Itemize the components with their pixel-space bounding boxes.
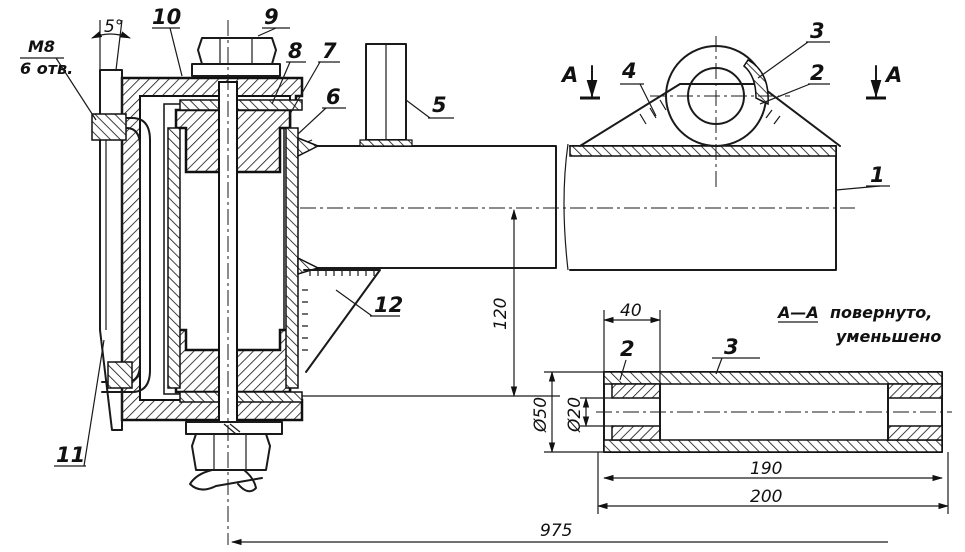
label-3-section: 3 — [724, 335, 739, 359]
label-2: 2 — [810, 61, 825, 85]
main-assembly — [20, 19, 855, 545]
section-title-name: А—А — [776, 303, 819, 322]
liner-left — [167, 127, 181, 389]
leader-4 — [639, 83, 657, 117]
liner-right — [285, 127, 299, 389]
dim-120-text: 120 — [491, 298, 511, 330]
label-1: 1 — [870, 163, 885, 187]
leader-3 — [757, 41, 809, 79]
label-11: 11 — [56, 443, 85, 467]
label-4: 4 — [621, 59, 637, 83]
u-bolt-end-bottom — [107, 361, 133, 389]
eye-weld-hatch — [743, 59, 769, 106]
clamp-plate-left — [99, 69, 123, 431]
dim-200-text: 200 — [750, 487, 782, 507]
leader-2 — [759, 83, 811, 105]
m8-leader-diag — [55, 57, 97, 121]
bushing-left-section-b — [611, 425, 661, 441]
section-a-a — [544, 310, 952, 514]
axle-tube — [311, 145, 557, 269]
beam-break-left — [563, 143, 569, 271]
leader-2-section — [619, 359, 627, 381]
label-7: 7 — [322, 39, 337, 63]
label-3: 3 — [810, 19, 825, 43]
leader-8 — [271, 61, 291, 105]
bolt-head — [197, 37, 277, 65]
label-5: 5 — [432, 93, 447, 117]
leader-6 — [297, 107, 327, 135]
axle-weld-bottom — [297, 256, 321, 276]
axle-weld-top — [297, 136, 320, 158]
castle-nut — [191, 433, 271, 471]
dim-975-text: 975 — [540, 521, 572, 541]
angle-label: 5° — [104, 17, 123, 37]
thread-note-m8: M8 — [28, 37, 55, 56]
bushing-left-section — [611, 383, 661, 399]
u-bolt-end-top — [91, 113, 127, 141]
section-title-line1: повернуто, — [830, 303, 932, 322]
washer-bottom — [179, 391, 303, 403]
tube-wall-bottom — [603, 439, 943, 453]
label-12: 12 — [374, 293, 403, 317]
label-8: 8 — [288, 39, 303, 63]
beam-hatch-top — [569, 145, 837, 157]
dim-d20-text: Ø20 — [565, 397, 585, 433]
washer-top — [179, 99, 303, 111]
label-9: 9 — [264, 5, 279, 29]
gusset-weld-ticks — [639, 99, 781, 125]
gusset — [579, 83, 841, 147]
section-title-line2: уменьшено — [836, 327, 941, 346]
bushing-right-section-b — [887, 425, 943, 441]
angle-ref-slanted — [115, 19, 123, 71]
nut-hatch-mark — [223, 423, 241, 435]
cotter-pin — [189, 469, 263, 491]
labels: 10 9 8 7 6 5 4 3 2 1 12 11 2 3 M8 6 отв.… — [20, 5, 941, 541]
cotter-pin-end — [237, 469, 257, 493]
leader-12 — [335, 289, 373, 317]
section-mark-right: A — [884, 63, 902, 87]
angle-arc — [91, 31, 132, 39]
leader-11 — [83, 339, 105, 467]
dim-d50-text: Ø50 — [531, 397, 551, 433]
brace — [303, 269, 381, 373]
dim-40-text: 40 — [620, 301, 642, 321]
tube-wall-top — [603, 371, 943, 385]
global-dimensions — [230, 208, 888, 546]
bolt-head-washer — [191, 63, 281, 77]
label-2-section: 2 — [620, 337, 635, 361]
leader-5 — [405, 99, 431, 119]
leader-3-section — [715, 357, 723, 375]
leader-1 — [835, 185, 881, 191]
end-view — [563, 36, 890, 271]
leader-7 — [289, 61, 321, 115]
u-bolt — [101, 117, 151, 393]
leader-9 — [257, 27, 277, 37]
section-mark-left: A — [560, 63, 578, 87]
leader-10 — [169, 27, 183, 77]
brace-weld-ticks — [302, 270, 375, 351]
dim-190-text: 190 — [750, 459, 782, 479]
thread-note-holes: 6 отв. — [20, 59, 73, 78]
steering-arm-weld — [359, 139, 413, 147]
bushing-right-section — [887, 383, 943, 399]
label-10: 10 — [152, 5, 181, 29]
label-6: 6 — [326, 85, 341, 109]
